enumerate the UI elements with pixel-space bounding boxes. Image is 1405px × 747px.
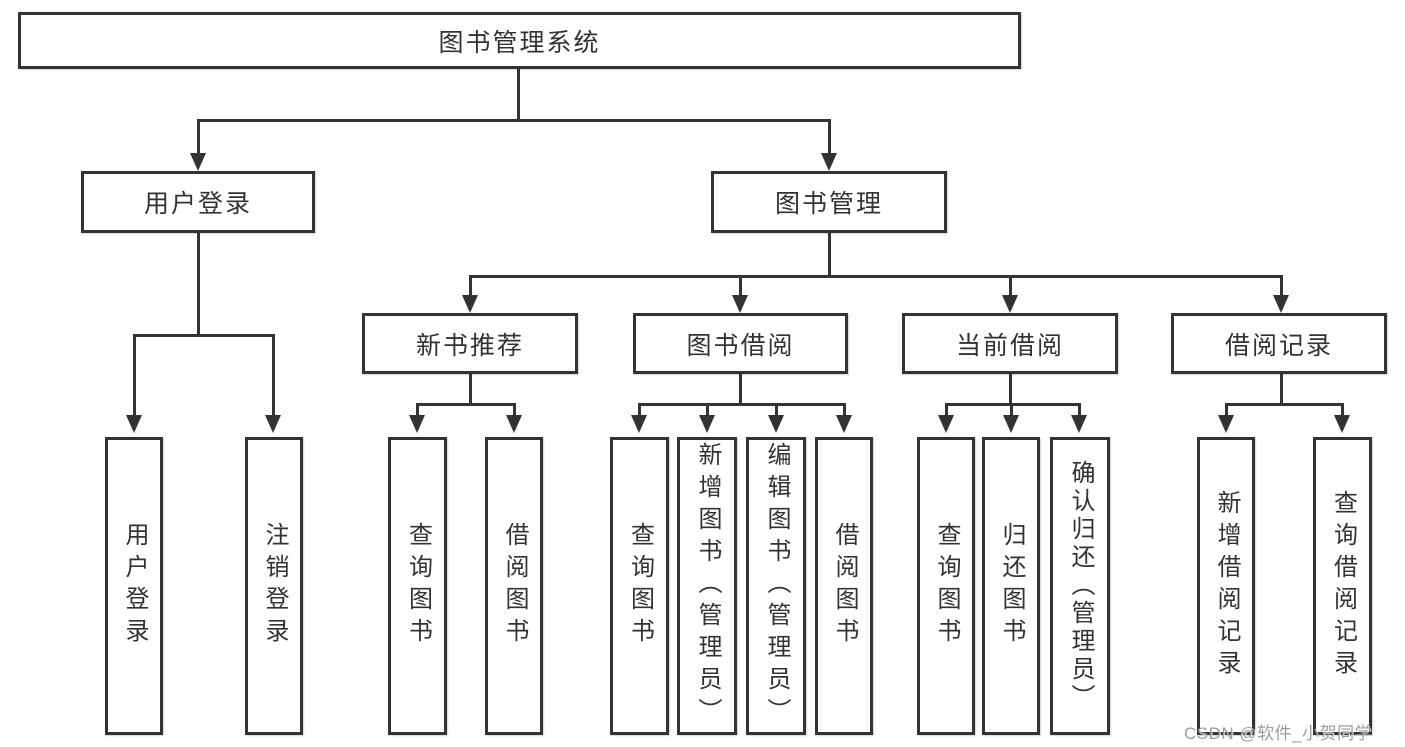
connector-vline [416,403,419,417]
node-borrow-records: 借阅记录 [1171,313,1387,374]
connector-hline [416,403,516,406]
leaf-label: 查询图书 [626,522,654,650]
connector-vline [1280,275,1283,299]
leaf-label: 查询借阅记录 [1329,490,1357,682]
leaf-label: 查询图书 [933,522,960,650]
connector-vline [706,403,709,417]
connector-hline [469,275,1282,278]
node-user-login: 用户登录 [81,171,315,233]
connector-vline [828,119,831,155]
arrowhead-down-icon [732,295,748,313]
node-book-borrow-label: 图书借阅 [686,331,795,360]
connector-vline [843,403,846,417]
connector-vline [945,403,948,417]
arrowhead-down-icon [462,295,478,313]
arrowhead-down-icon [1003,415,1019,433]
connector-vline [133,334,136,417]
node-leaf-return-books: 归还图书 [982,437,1040,735]
node-current-borrow: 当前借阅 [902,313,1118,374]
node-user-login-label: 用户登录 [143,190,252,218]
leaf-label: 新增借阅记录 [1213,490,1240,682]
node-new-book-recommend: 新书推荐 [362,313,578,374]
node-leaf-query-books-recommend: 查询图书 [388,437,447,735]
leaf-label: 编辑图书（管理员） [763,442,790,730]
connector-hline [133,334,274,337]
node-root: 图书管理系统 [18,12,1021,69]
node-current-borrow-label: 当前借阅 [955,331,1064,360]
connector-hline [197,119,831,122]
connector-vline [1280,374,1283,406]
connector-vline [1010,403,1013,417]
connector-hline [945,403,1081,406]
node-root-label: 图书管理系统 [438,28,601,57]
connector-vline [775,403,778,417]
node-leaf-query-books-borrow: 查询图书 [610,437,669,735]
leaf-label: 用户登录 [121,522,148,650]
connector-vline [828,233,831,278]
connector-vline [517,69,520,122]
node-leaf-borrow-books-recommend: 借阅图书 [485,437,543,735]
leaf-label: 注销登录 [261,522,288,650]
leaf-label: 借阅图书 [501,522,528,650]
node-new-book-recommend-label: 新书推荐 [415,331,524,360]
connector-vline [1009,275,1012,299]
arrowhead-down-icon [409,415,425,433]
leaf-label: 归还图书 [998,522,1025,650]
node-book-management: 图书管理 [711,171,947,233]
connector-vline [513,403,516,417]
node-leaf-edit-books-admin: 编辑图书（管理员） [746,437,806,735]
node-book-management-label: 图书管理 [774,190,883,218]
arrowhead-down-icon [836,415,852,433]
arrowhead-down-icon [126,415,142,433]
leaf-label: 新增图书（管理员） [694,442,721,730]
arrowhead-down-icon [938,415,954,433]
node-leaf-borrow-books: 借阅图书 [815,437,873,735]
node-book-borrow: 图书借阅 [633,313,848,374]
connector-vline [469,374,472,406]
leaf-label: 借阅图书 [831,522,858,650]
connector-vline [1225,403,1228,417]
leaf-label: 查询图书 [404,522,432,650]
connector-vline [1009,374,1012,406]
connector-vline [469,275,472,299]
arrowhead-down-icon [1218,415,1234,433]
leaf-label: 确认归还（管理员） [1067,460,1094,712]
arrowhead-down-icon [631,415,647,433]
connector-vline [739,374,742,406]
arrowhead-down-icon [1002,295,1018,313]
connector-vline [1341,403,1344,417]
arrowhead-down-icon [821,153,837,171]
arrowhead-down-icon [190,153,206,171]
arrowhead-down-icon [699,415,715,433]
node-leaf-confirm-return-admin: 确认归还（管理员） [1050,437,1110,735]
connector-vline [197,233,200,336]
node-leaf-user-login: 用户登录 [105,437,163,735]
node-leaf-query-borrow-record: 查询借阅记录 [1313,437,1372,735]
connector-hline [1225,403,1343,406]
connector-hline [638,403,845,406]
arrowhead-down-icon [768,415,784,433]
arrowhead-down-icon [265,415,281,433]
connector-vline [197,119,200,155]
connector-vline [638,403,641,417]
connector-vline [1078,403,1081,417]
arrowhead-down-icon [1334,415,1350,433]
arrowhead-down-icon [506,415,522,433]
node-leaf-add-borrow-record: 新增借阅记录 [1197,437,1255,735]
node-leaf-add-books-admin: 新增图书（管理员） [677,437,737,735]
connector-vline [272,334,275,417]
arrowhead-down-icon [1273,295,1289,313]
node-leaf-query-books-current: 查询图书 [917,437,975,735]
node-leaf-logout: 注销登录 [245,437,303,735]
node-borrow-records-label: 借阅记录 [1224,331,1333,360]
arrowhead-down-icon [1071,415,1087,433]
connector-vline [739,275,742,299]
watermark: CSDN @软件_小贺同学 [1184,724,1373,743]
